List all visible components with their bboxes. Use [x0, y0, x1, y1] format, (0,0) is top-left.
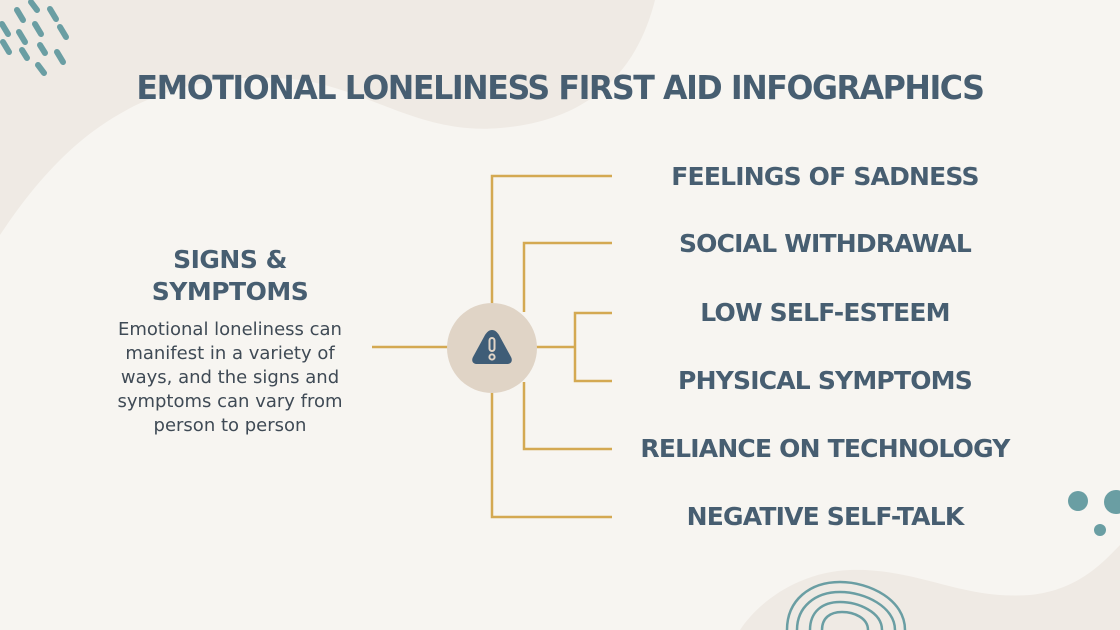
description-line: ways, and the signs and	[120, 367, 340, 388]
bottom-blob	[740, 545, 1120, 630]
symptom-item: SOCIAL WITHDRAWAL	[678, 229, 972, 258]
description-line: manifest in a variety of	[125, 343, 335, 364]
top-blob	[0, 0, 655, 235]
page-title: EMOTIONAL LONELINESS FIRST AID INFOGRAPH…	[136, 68, 985, 107]
heading-line-2: SYMPTOMS	[151, 277, 309, 306]
description-line: symptoms can vary from	[117, 391, 343, 412]
section-heading: SIGNS & SYMPTOMS	[100, 244, 360, 308]
center-hub	[447, 303, 537, 393]
dash-pattern	[0, 0, 69, 76]
heading-line-1: SIGNS &	[173, 245, 287, 274]
concentric-rings	[785, 580, 907, 630]
symptom-item: LOW SELF-ESTEEM	[700, 298, 950, 327]
symptom-item: FEELINGS OF SADNESS	[671, 162, 979, 191]
description-line: person to person	[153, 415, 307, 436]
description-line: Emotional loneliness can	[118, 319, 342, 340]
section-description: Emotional loneliness can manifest in a v…	[100, 318, 360, 438]
symptom-item: RELIANCE ON TECHNOLOGY	[640, 434, 1010, 463]
connector-lines	[372, 174, 612, 519]
symptom-item: NEGATIVE SELF-TALK	[686, 502, 965, 531]
signs-symptoms-block: SIGNS & SYMPTOMS Emotional loneliness ca…	[100, 244, 360, 438]
symptom-item: PHYSICAL SYMPTOMS	[678, 366, 973, 395]
dot-cluster	[1068, 490, 1120, 536]
warning-triangle-icon	[472, 330, 512, 364]
